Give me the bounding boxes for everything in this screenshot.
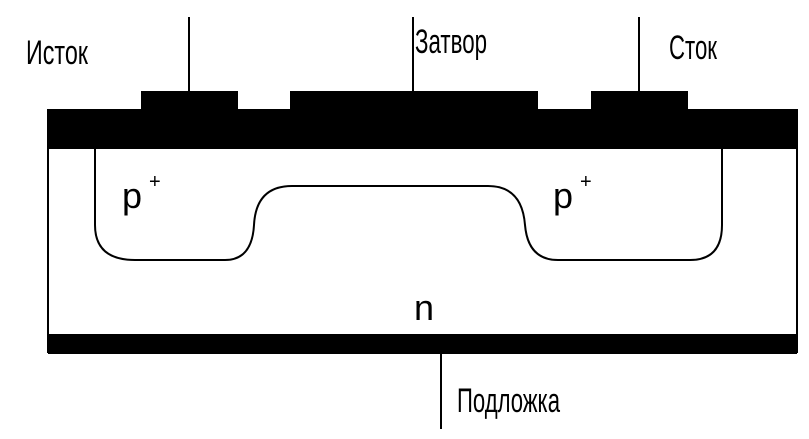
source-contact — [141, 91, 238, 112]
source-label: Исток — [26, 34, 89, 72]
p-plus-right-label: p — [553, 175, 573, 216]
drain-contact — [591, 91, 688, 112]
n-region-label: n — [414, 287, 434, 328]
p-plus-left-label: p — [122, 175, 142, 216]
p-plus-left-superscript: + — [149, 171, 161, 193]
gate-contact — [290, 91, 538, 112]
p-plus-regions-outline — [94, 149, 723, 261]
substrate-contact-layer — [48, 334, 797, 354]
oxide-layer — [48, 110, 797, 149]
drain-label: Сток — [669, 29, 718, 67]
p-plus-right-superscript: + — [580, 171, 592, 193]
substrate-label: Подложка — [457, 382, 560, 420]
gate-label: Затвор — [415, 23, 487, 61]
